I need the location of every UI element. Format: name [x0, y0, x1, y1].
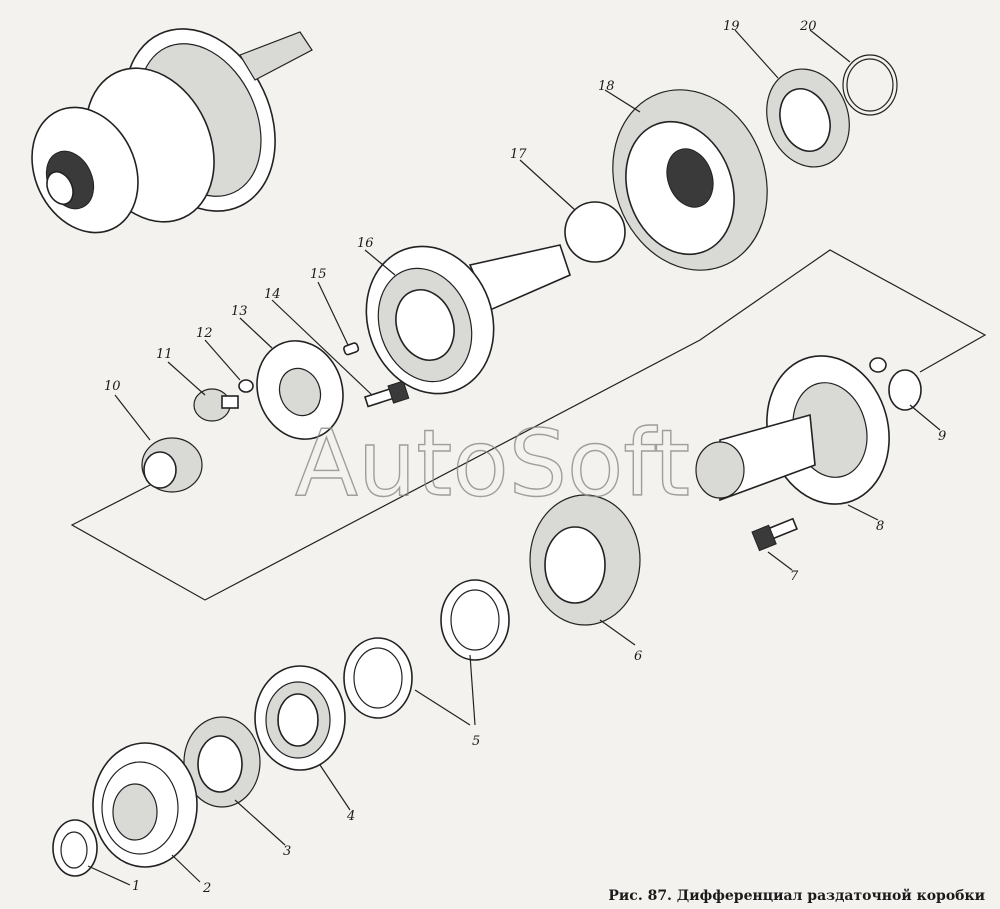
assembly-outline	[70, 249, 987, 601]
part-3-gear	[183, 716, 261, 808]
part-11-pinion	[193, 388, 239, 422]
part-15-pin	[343, 342, 360, 356]
assembled-differential	[31, 28, 313, 234]
part-14-bolt	[363, 380, 410, 408]
label-7: 7	[790, 569, 799, 584]
label-1: 1	[132, 879, 140, 894]
part-19-bearing-ring	[766, 68, 850, 168]
part-7-bolt	[751, 517, 798, 552]
part-8-flange-shaft	[695, 355, 890, 505]
leader-lines	[87, 29, 941, 886]
part-labels: 1 2 3 4 5 6 7 8 9 10 11 12 13 14 15 16 1…	[104, 19, 946, 896]
label-13: 13	[231, 304, 248, 319]
part-4-hub	[254, 665, 346, 771]
label-14: 14	[264, 287, 281, 302]
part-9-bushing	[869, 357, 922, 411]
label-8: 8	[876, 519, 884, 534]
part-10-gear	[141, 437, 203, 493]
label-3: 3	[283, 844, 291, 859]
figure-caption: Рис. 87. Дифференциал раздаточной коробк…	[608, 887, 985, 904]
part-6-gear	[529, 494, 641, 626]
label-16: 16	[357, 236, 374, 251]
label-5: 5	[472, 734, 480, 749]
part-13-cross	[256, 340, 344, 440]
part-12-pin	[238, 379, 254, 393]
label-10: 10	[104, 379, 121, 394]
label-18: 18	[598, 79, 615, 94]
label-20: 20	[799, 19, 817, 34]
label-11: 11	[156, 347, 173, 362]
part-1-nut	[52, 819, 98, 877]
label-2: 2	[202, 881, 211, 896]
label-19: 19	[723, 19, 740, 34]
part-2-ball-bearing	[92, 742, 198, 868]
label-15: 15	[310, 267, 327, 282]
part-17-bushing	[564, 201, 626, 263]
part-16-ring-gear-shaft	[365, 244, 571, 395]
part-5-needle-bearings	[343, 579, 510, 719]
label-17: 17	[510, 147, 527, 162]
label-9: 9	[938, 429, 946, 444]
watermark: AutoSoft	[295, 410, 690, 517]
label-6: 6	[634, 649, 642, 664]
part-18-driven-gear	[612, 89, 768, 271]
label-4: 4	[346, 809, 355, 824]
label-12: 12	[196, 326, 213, 341]
part-20-snap-ring	[842, 54, 898, 116]
